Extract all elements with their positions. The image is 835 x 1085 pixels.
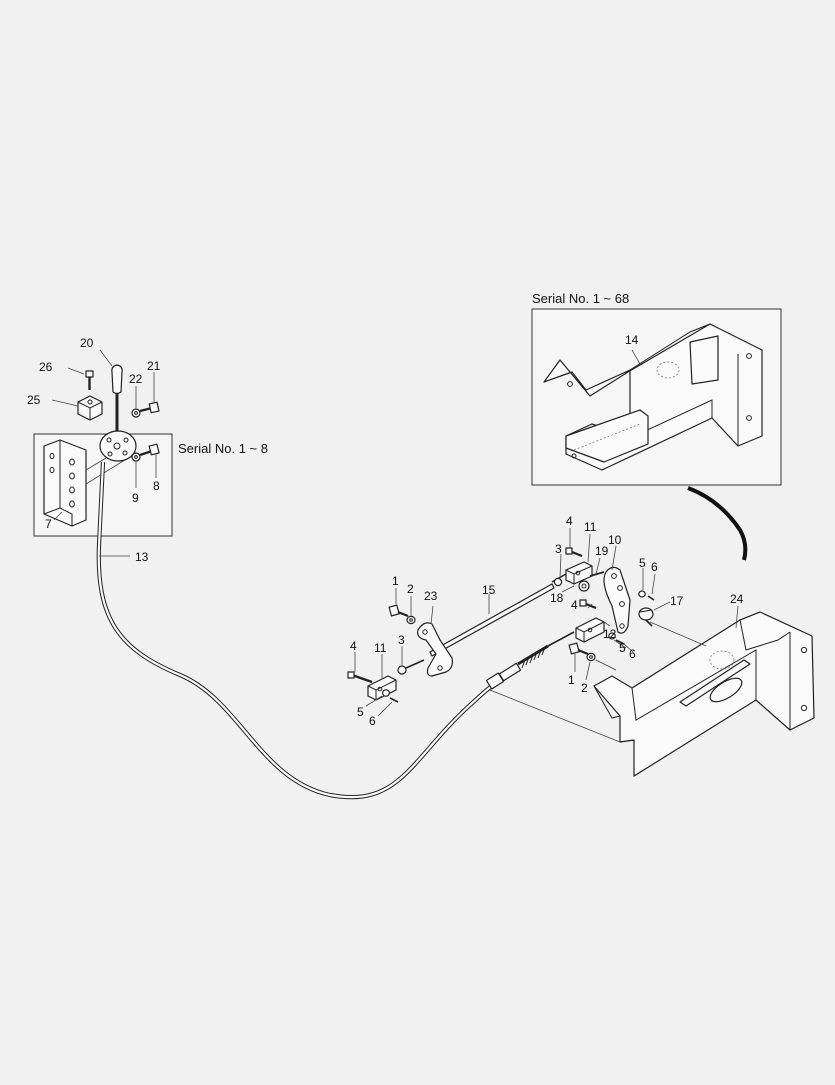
part-24-main-bracket — [593, 611, 815, 777]
part-17-bushing — [638, 607, 654, 621]
callout-7: 7 — [45, 517, 52, 531]
callout-1-right: 1 — [568, 673, 575, 687]
part-15-rod — [429, 573, 567, 657]
part-5-washer-right-lower — [608, 632, 616, 640]
callout-5-upper: 5 — [639, 556, 646, 570]
part-26-screw — [85, 370, 94, 390]
callout-11-left: 11 — [374, 641, 387, 655]
callout-2-left: 2 — [407, 582, 414, 596]
part-4-pin-right-upper — [565, 547, 583, 558]
inset-pointer-arrow — [687, 486, 748, 561]
callout-13: 13 — [135, 550, 149, 564]
callout-23: 23 — [424, 589, 438, 603]
part-6-cotter-left — [389, 697, 399, 703]
part-6-cotter-right-lower — [615, 639, 625, 645]
callout-6-upper: 6 — [651, 560, 658, 574]
callout-15: 15 — [482, 583, 496, 597]
part-13-control-cable — [96, 461, 575, 800]
callout-19: 19 — [595, 544, 609, 558]
part-9-washer — [131, 452, 141, 462]
callout-9: 9 — [132, 491, 139, 505]
part-4-pin-left — [347, 671, 373, 684]
callout-3-left: 3 — [398, 633, 405, 647]
callout-6-left: 6 — [369, 714, 376, 728]
callout-4-upper: 4 — [566, 514, 573, 528]
callout-17: 17 — [670, 594, 684, 608]
callout-12: 12 — [603, 627, 617, 641]
callout-2-right: 2 — [581, 681, 588, 695]
part-1-bolt-left — [388, 604, 409, 618]
part-2-washer-right — [586, 652, 596, 662]
callout-5-lower: 5 — [619, 641, 626, 655]
callout-11-right: 11 — [584, 520, 597, 534]
callout-24: 24 — [730, 592, 744, 606]
part-6-cotter-right-upper — [647, 595, 655, 601]
leader-lines — [51, 349, 739, 717]
callout-26: 26 — [39, 360, 53, 374]
callout-8: 8 — [153, 479, 160, 493]
part-18-bushing — [578, 580, 590, 592]
callout-5-left: 5 — [357, 705, 364, 719]
part-19-pin — [589, 571, 605, 577]
callout-1-left: 1 — [392, 574, 399, 588]
part-3-nut-left — [397, 665, 407, 675]
part-11-clevis-left — [367, 675, 397, 701]
part-10-lever-plate — [603, 566, 631, 634]
part-20-control-lever — [99, 364, 137, 462]
part-8-bolt — [139, 443, 160, 457]
callout-18: 18 — [550, 591, 564, 605]
callout-20: 20 — [80, 336, 94, 350]
part-11-clevis-right — [565, 561, 593, 585]
part-12-clevis — [575, 617, 605, 643]
part-2-washer-left — [406, 615, 416, 625]
callout-14: 14 — [625, 333, 639, 347]
part-21-bolt — [139, 401, 160, 414]
callout-3-right: 3 — [555, 542, 562, 556]
part-25-block — [77, 395, 103, 421]
callout-4-left: 4 — [350, 639, 357, 653]
inset-label-serial-1-8: Serial No. 1 ~ 8 — [178, 441, 268, 456]
part-22-washer — [131, 408, 141, 418]
callout-numbers: 20 26 25 22 21 8 9 7 13 14 15 23 1 2 4 1… — [27, 333, 744, 728]
part-1-bolt-right — [568, 642, 589, 656]
part-7-bracket — [43, 439, 87, 527]
callout-10: 10 — [608, 533, 622, 547]
part-23-bracket — [417, 622, 453, 677]
part-5-washer-left — [382, 689, 391, 697]
part-14-bracket — [543, 323, 763, 471]
callout-22: 22 — [129, 372, 143, 386]
callout-25: 25 — [27, 393, 41, 407]
callout-4-lower: 4 — [571, 598, 578, 612]
callout-6-lower: 6 — [629, 647, 636, 661]
part-4-pin-right-lower — [579, 599, 597, 610]
callout-21: 21 — [147, 359, 161, 373]
part-3-nut-right — [553, 577, 563, 587]
part-5-washer-right-upper — [638, 590, 646, 598]
inset-label-serial-1-68: Serial No. 1 ~ 68 — [532, 291, 629, 306]
